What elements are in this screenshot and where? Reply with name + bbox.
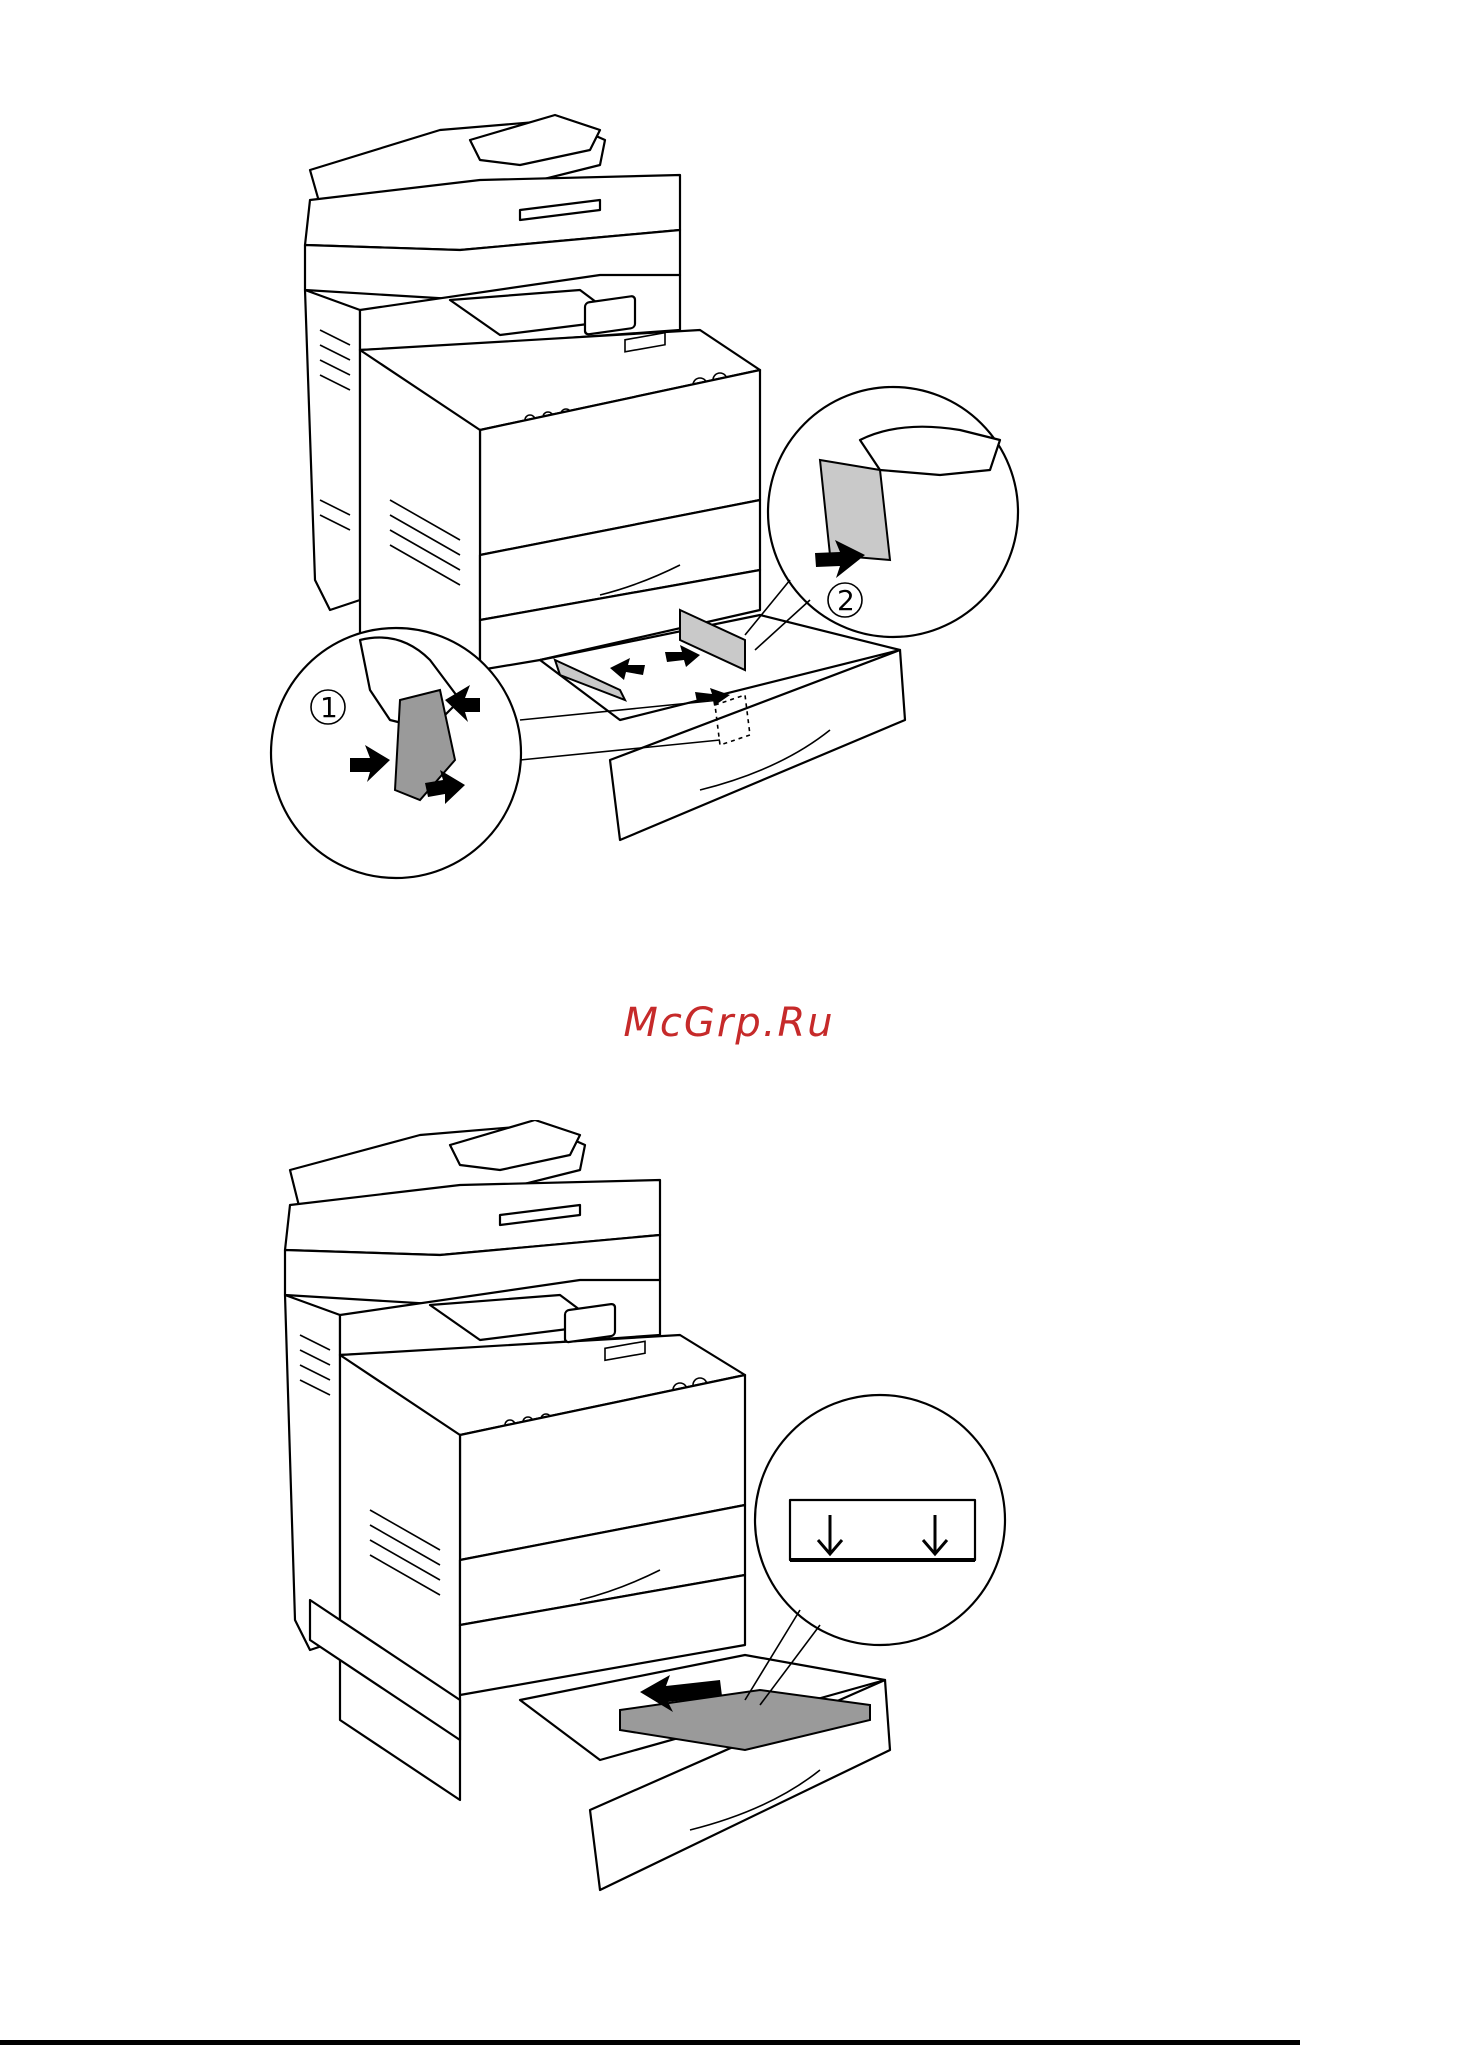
footer-rule (0, 2040, 1300, 2045)
lcd-screen (565, 1304, 615, 1343)
step1-number: 1 (320, 691, 338, 724)
zoom-circle-2 (768, 387, 1018, 637)
printer-left-front (340, 1355, 460, 1800)
step2-number: 2 (837, 584, 855, 617)
printer-side (285, 1295, 340, 1650)
printer-side (305, 290, 360, 610)
printer-illustration-1: 1 2 (0, 0, 1458, 900)
figure-load-paper (0, 1120, 1458, 2000)
max-paper-label (790, 1500, 975, 1560)
lcd-screen (585, 296, 635, 335)
printer-illustration-2 (0, 1120, 1458, 2000)
watermark-text: McGrp.Ru (0, 1000, 1458, 1046)
figure-adjust-paper-guides: 1 2 (0, 0, 1458, 900)
